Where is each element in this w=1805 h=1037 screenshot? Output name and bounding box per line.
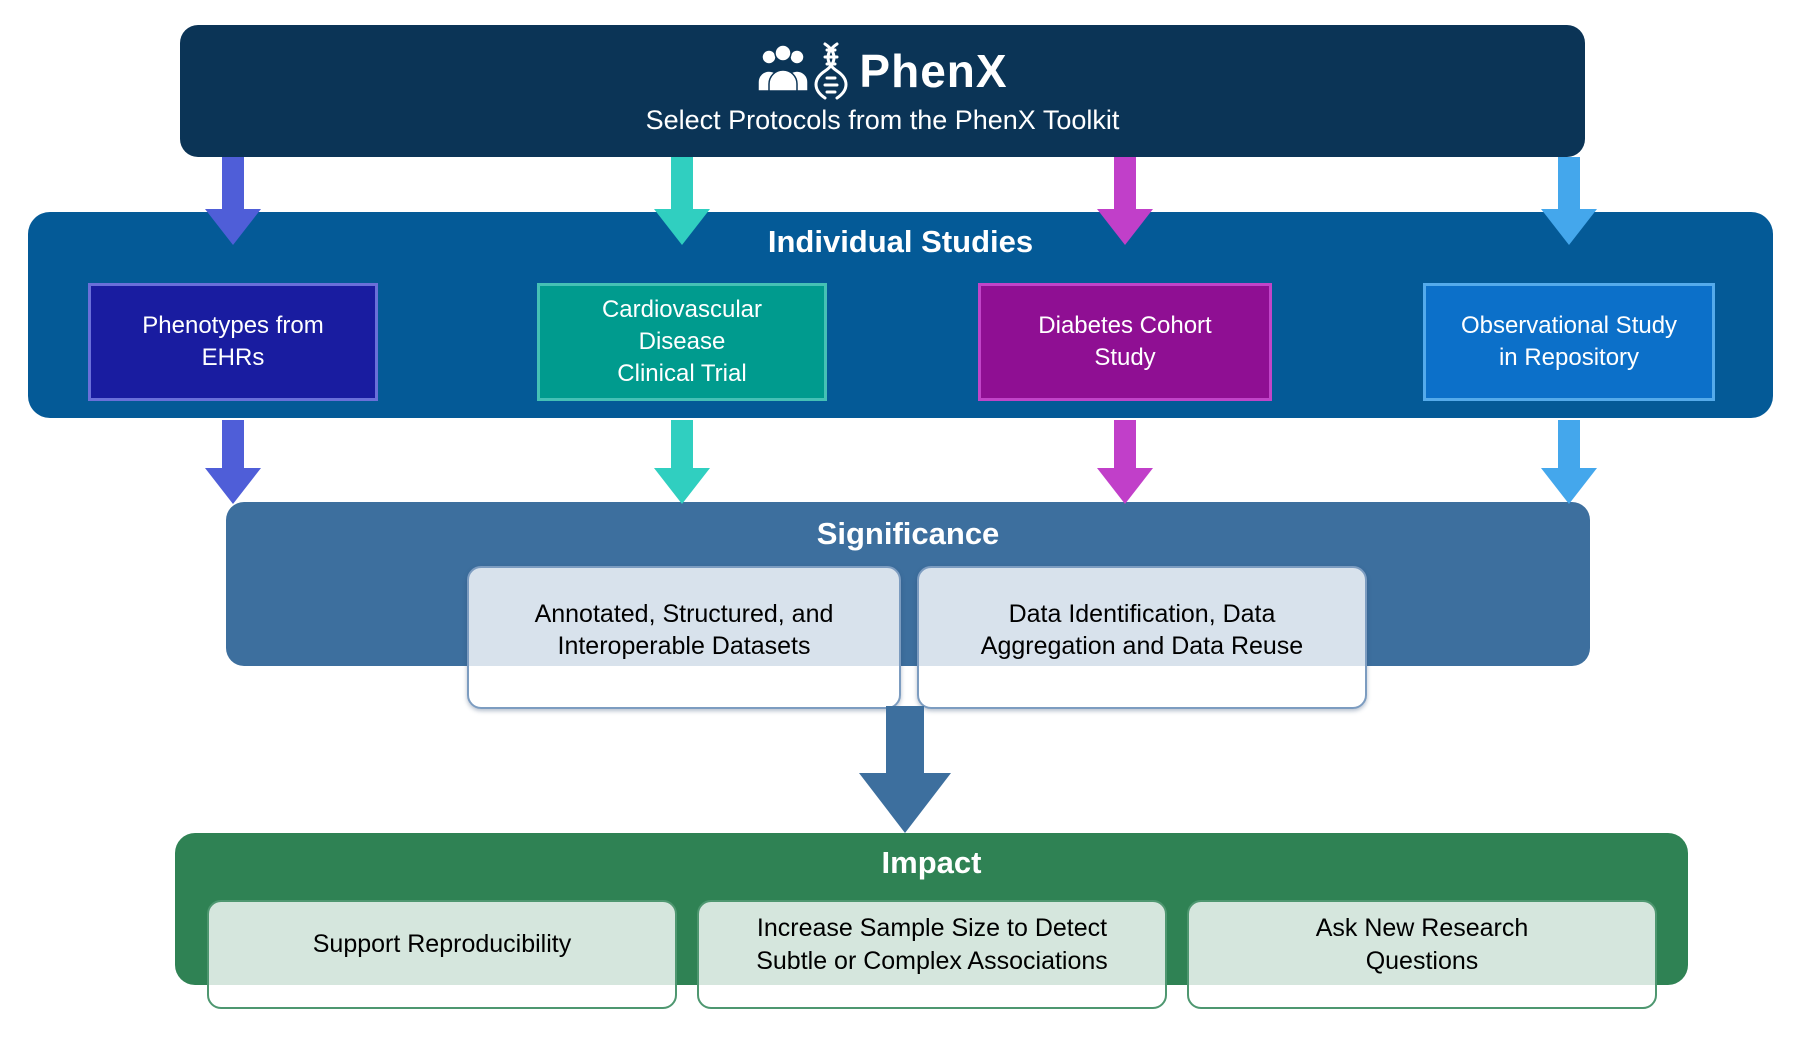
phenx-logo-text: PhenX: [859, 45, 1008, 98]
arrow-down-observational-1: [1541, 157, 1597, 245]
impact-title: Impact: [881, 845, 982, 880]
arrow-down-ehr-2: [205, 420, 261, 504]
impact-card-reproducibility: Support Reproducibility: [207, 900, 677, 1009]
significance-title: Significance: [816, 516, 1000, 551]
study-box-cardiovascular: Cardiovascular Disease Clinical Trial: [537, 283, 827, 401]
arrow-down-cardio-2: [654, 420, 710, 504]
significance-card-datasets: Annotated, Structured, and Interoperable…: [467, 566, 901, 709]
header-banner: PhenX Select Protocols from the PhenX To…: [180, 25, 1585, 157]
impact-card-label: Support Reproducibility: [312, 930, 572, 959]
phenx-logo: PhenX: [757, 42, 1007, 100]
header-subtitle: Select Protocols from the PhenX Toolkit: [645, 105, 1120, 136]
significance-card-label: Data Identification, Data Aggregation an…: [980, 599, 1304, 661]
study-box-label: Observational Study in Repository: [1460, 312, 1678, 371]
arrow-down-ehr-1: [205, 157, 261, 245]
impact-card-new-questions: Ask New Research Questions: [1187, 900, 1657, 1009]
study-box-diabetes: Diabetes Cohort Study: [978, 283, 1272, 401]
study-box-label: Phenotypes from EHRs: [142, 312, 324, 371]
significance-card-label: Annotated, Structured, and Interoperable…: [534, 599, 834, 661]
individual-studies-title: Individual Studies: [767, 224, 1034, 259]
impact-card-label: Ask New Research Questions: [1315, 914, 1529, 975]
impact-card-label: Increase Sample Size to Detect Subtle or…: [756, 914, 1108, 975]
arrow-down-to-impact: [859, 706, 951, 833]
arrow-down-cardio-1: [654, 157, 710, 245]
people-dna-logo-icon: [757, 42, 849, 100]
study-box-phenotypes-ehr: Phenotypes from EHRs: [88, 283, 378, 401]
study-box-label: Diabetes Cohort Study: [1038, 312, 1212, 371]
impact-card-sample-size: Increase Sample Size to Detect Subtle or…: [697, 900, 1167, 1009]
study-box-label: Cardiovascular Disease Clinical Trial: [601, 296, 763, 387]
significance-card-data-reuse: Data Identification, Data Aggregation an…: [917, 566, 1367, 709]
arrow-down-diabetes-1: [1097, 157, 1153, 245]
study-box-observational: Observational Study in Repository: [1423, 283, 1715, 401]
arrow-down-diabetes-2: [1097, 420, 1153, 504]
arrow-down-observational-2: [1541, 420, 1597, 504]
